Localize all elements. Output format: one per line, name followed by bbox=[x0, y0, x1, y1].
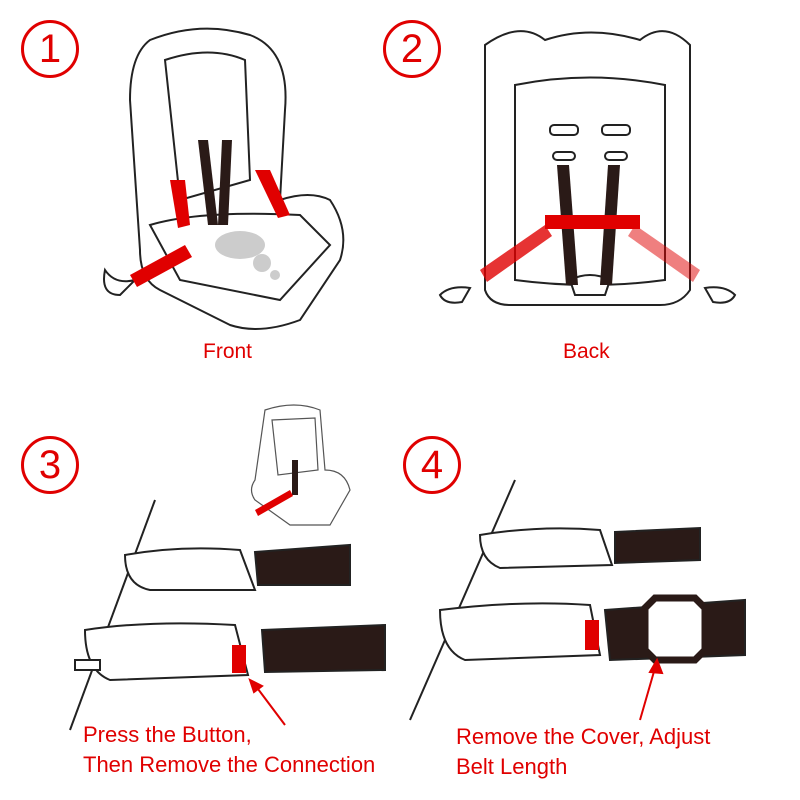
step-2-badge: 2 bbox=[383, 20, 441, 78]
step-3-caption-line1: Press the Button, bbox=[83, 722, 252, 747]
step-3-badge: 3 bbox=[21, 436, 79, 494]
step-4-caption-line2: Belt Length bbox=[456, 754, 568, 779]
small-seat-illustration bbox=[250, 404, 351, 526]
step-4-caption: Remove the Cover, Adjust Belt Length bbox=[456, 722, 710, 782]
front-belts bbox=[130, 140, 290, 287]
step-1-badge: 1 bbox=[21, 20, 79, 78]
step-3-caption: Press the Button, Then Remove the Connec… bbox=[83, 720, 375, 780]
step-4-badge: 4 bbox=[403, 436, 461, 494]
back-belts bbox=[480, 165, 700, 285]
step3-connectors bbox=[69, 499, 386, 731]
front-label: Front bbox=[203, 340, 253, 363]
step-3-caption-line2: Then Remove the Connection bbox=[83, 752, 376, 777]
back-label: Back bbox=[563, 340, 610, 363]
step-4-caption-line1: Remove the Cover, Adjust bbox=[456, 724, 711, 749]
step4-connectors bbox=[409, 479, 746, 721]
